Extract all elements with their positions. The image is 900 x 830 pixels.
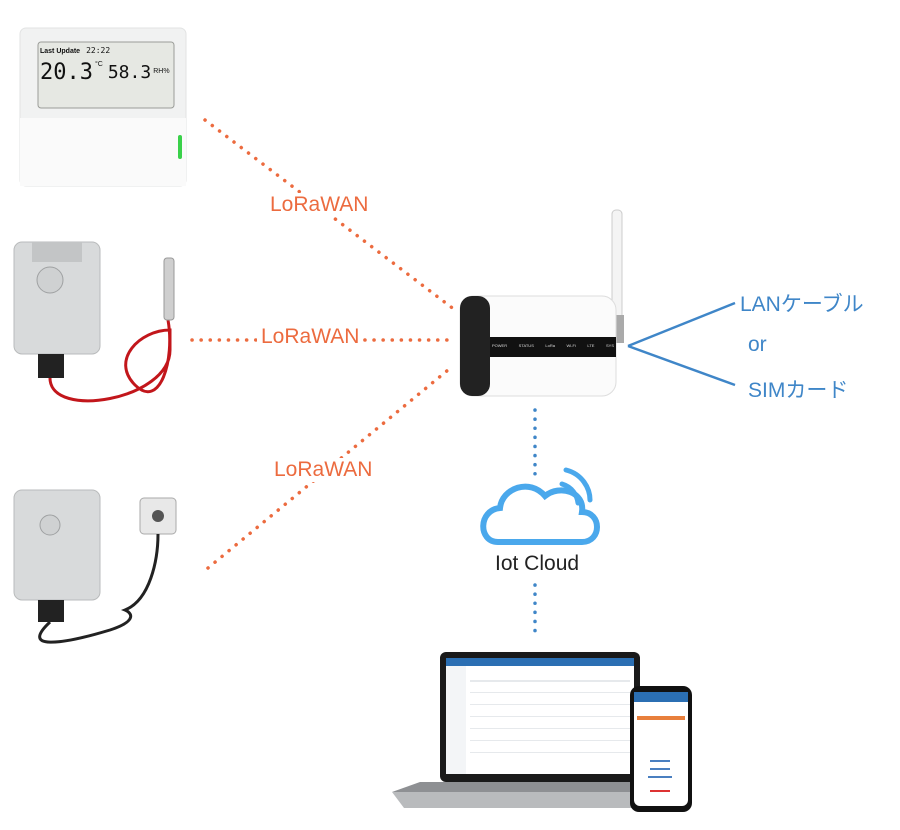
led-label: SYS [605,343,614,348]
led-label: LTE [587,343,595,348]
led-label: LoRa [545,343,555,348]
humidity-unit: RH% [153,68,170,75]
lorawan-label-2: LoRaWAN [257,325,364,349]
last-update-label: Last Update [40,48,81,55]
last-update-time: 22:22 [86,46,111,55]
temperature-reading: 20.3 [40,60,93,85]
laptop [392,652,688,808]
lorawan-label-1: LoRaWAN [266,193,373,217]
iot-cloud-label: Iot Cloud [495,552,580,575]
uplink-fork [627,301,736,387]
uplink-or-label: or [748,333,767,356]
light-sensor [13,489,177,644]
led-label: Wi-Fi [566,343,576,348]
lorawan-gateway [459,209,624,397]
temperature-unit: °C [94,61,103,68]
uplink-sim-label: SIMカード [748,379,849,402]
status-led [178,135,182,159]
lorawan-label-3: LoRaWAN [270,458,377,482]
smartphone [630,686,692,812]
sensor-lcd: Last Update 22:22 20.3 °C 58.3 RH% [40,45,172,105]
led-label: STATUS [518,343,534,348]
gateway-led-labels: POWER STATUS LoRa Wi-Fi LTE SYS [492,343,614,349]
probe-sensor [13,241,175,403]
uplink-lan-label: LANケーブル [740,293,864,316]
humidity-reading: 58.3 [107,62,152,83]
cloud-icon [480,467,600,545]
display-sensor [19,27,187,187]
led-label: POWER [492,343,508,348]
